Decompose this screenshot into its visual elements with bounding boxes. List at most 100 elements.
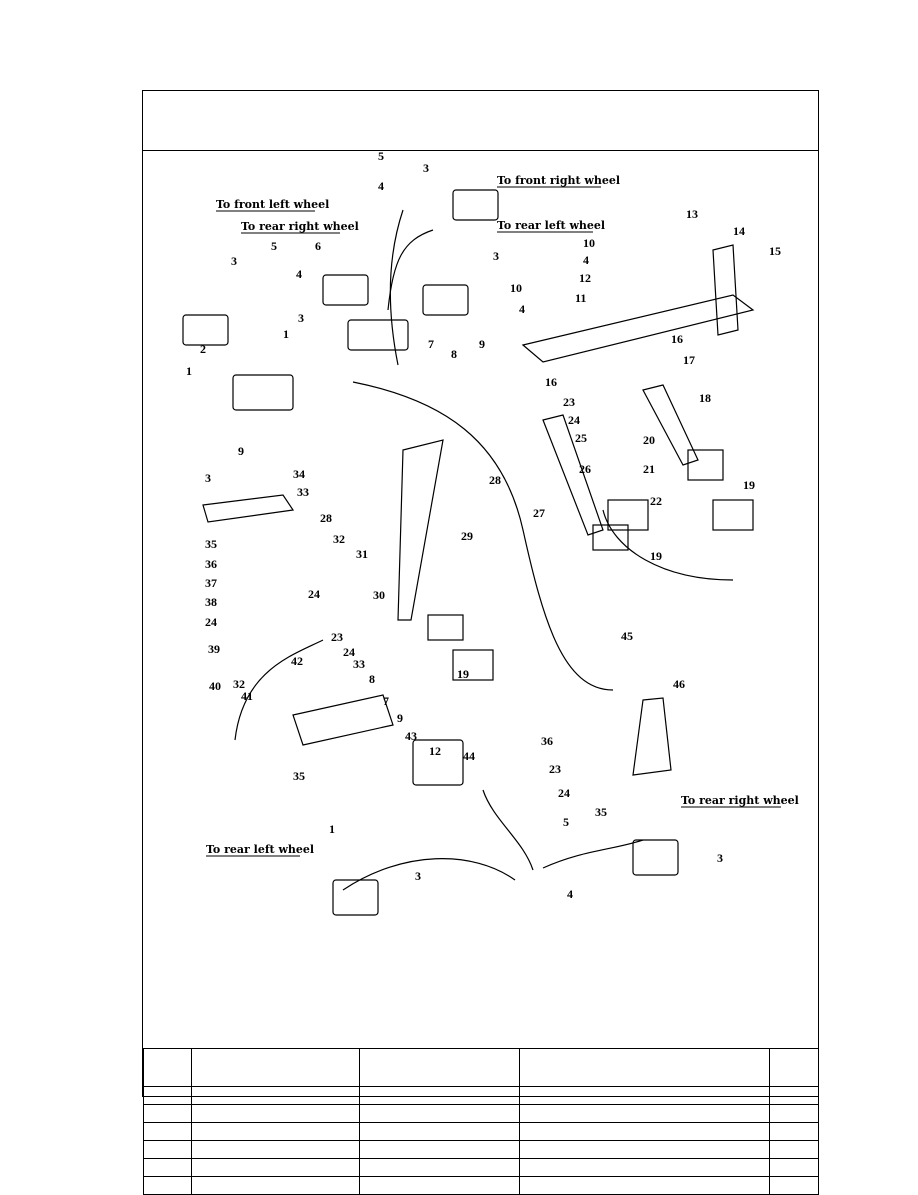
table-cell [359,1122,520,1141]
callout-19: 19 [457,667,469,681]
callout-5: 5 [563,815,569,829]
callout-labels: 5 3 4 3 5 6 4 3 3 1 2 1 7 8 9 13 14 15 1… [186,150,781,901]
callout-46: 46 [673,677,685,691]
rear-brake-line-left [342,858,516,891]
table-cell [519,1086,770,1105]
title-header [143,91,818,151]
column-header [519,1048,770,1087]
callout-1: 1 [186,364,192,378]
pedal-shaft [521,294,755,363]
table-cell [769,1086,819,1105]
callout-9: 9 [479,337,485,351]
table-cell [143,1158,192,1177]
pad-19b [712,499,754,531]
callout-35: 35 [205,537,217,551]
callout-1: 1 [283,327,289,341]
table-cell [143,1122,192,1141]
table-cell [191,1176,360,1195]
drawing-lines [182,189,755,916]
mount-bracket [712,244,739,336]
callout-15: 15 [769,244,781,258]
table-row [143,1104,819,1123]
table-cell [519,1176,770,1195]
callout-11: 11 [575,291,586,305]
brake-line-mid [389,209,404,366]
wheel-captions: To front left wheel To rear right wheel … [206,174,799,857]
caption-rear-left-top: To rear left wheel [497,219,605,232]
table-row [143,1086,819,1105]
callout-31: 31 [356,547,368,561]
table-cell [191,1104,360,1123]
callout-32: 32 [233,677,245,691]
callout-4: 4 [583,253,589,267]
exploded-parts-diagram: To front left wheel To rear right wheel … [143,150,818,1048]
callout-33: 33 [353,657,365,671]
callout-23: 23 [549,762,561,776]
callout-3: 3 [231,254,237,268]
callout-4: 4 [567,887,573,901]
callout-23: 23 [563,395,575,409]
diagram-canvas: To front left wheel To rear right wheel … [182,150,799,916]
callout-3: 3 [298,311,304,325]
callout-39: 39 [208,642,220,656]
table-cell [359,1176,520,1195]
callout-37: 37 [205,576,217,590]
callout-16: 16 [671,332,683,346]
master-cylinder-left [232,374,294,411]
callout-21: 21 [643,462,655,476]
callout-30: 30 [373,588,385,602]
callout-32: 32 [333,532,345,546]
table-cell [519,1104,770,1123]
table-cell [359,1158,520,1177]
callout-35: 35 [293,769,305,783]
table-cell [769,1176,819,1195]
caliper-front-left [182,314,229,346]
callout-16: 16 [545,375,557,389]
callout-9: 9 [238,444,244,458]
parts-table [143,1048,819,1195]
caliper-rear-left-bottom [332,879,379,916]
pad-19a [607,499,649,531]
brake-pedal-pad [427,614,464,641]
master-cylinder-top [347,319,409,351]
callout-4: 4 [378,179,384,193]
callout-24: 24 [308,587,320,601]
callout-41: 41 [241,689,253,703]
callout-43: 43 [405,729,417,743]
callout-24: 24 [568,413,580,427]
callout-25: 25 [575,431,587,445]
rear-brake-line [482,789,534,871]
table-row [143,1176,819,1195]
table-cell [519,1158,770,1177]
callout-23: 23 [331,630,343,644]
column-header [143,1048,192,1087]
callout-2: 2 [200,342,206,356]
callout-4: 4 [296,267,302,281]
table-cell [143,1104,192,1123]
callout-29: 29 [461,529,473,543]
callout-36: 36 [205,557,217,571]
callout-8: 8 [369,672,375,686]
callout-28: 28 [489,473,501,487]
callout-38: 38 [205,595,217,609]
callout-6: 6 [315,239,321,253]
caliper-rear-right-bottom [632,839,679,876]
callout-5: 5 [271,239,277,253]
caption-rear-left-bottom: To rear left wheel [206,843,314,856]
callout-19: 19 [650,549,662,563]
table-cell [769,1122,819,1141]
callout-5: 5 [378,150,384,163]
callout-24: 24 [343,645,355,659]
callout-17: 17 [683,353,695,367]
callout-12: 12 [579,271,591,285]
callout-7: 7 [428,337,434,351]
callout-1: 1 [329,822,335,836]
caption-rear-right-bottom: To rear right wheel [681,794,799,807]
callout-40: 40 [209,679,221,693]
bracket-46 [632,697,672,776]
callout-9: 9 [397,711,403,725]
callout-7: 7 [383,694,389,708]
callout-3: 3 [423,161,429,175]
table-header-row [143,1048,819,1087]
parking-cable [234,639,324,741]
